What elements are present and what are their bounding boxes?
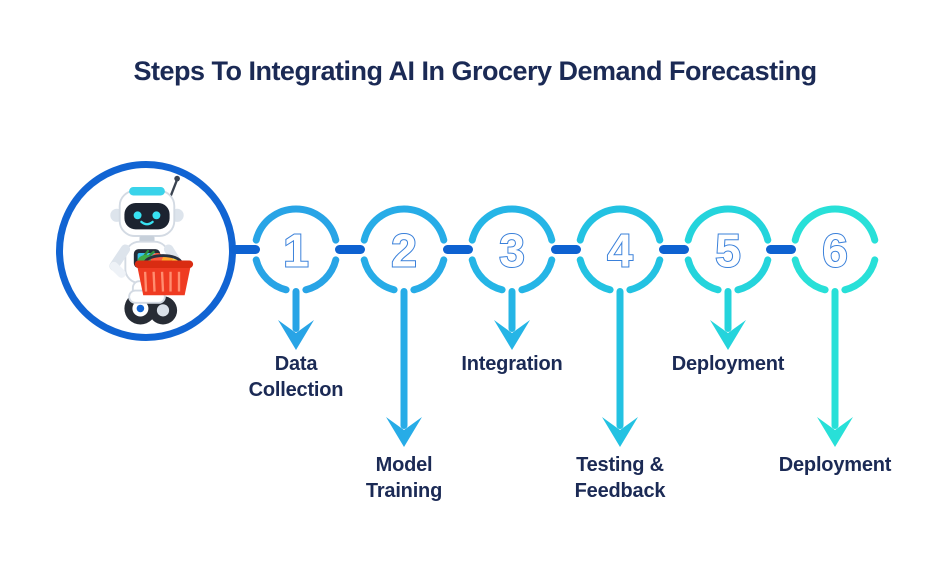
step-label-line: Model bbox=[375, 454, 433, 476]
connector-dash bbox=[659, 245, 689, 254]
connector-dash bbox=[335, 245, 365, 254]
step-number: 5 bbox=[715, 225, 741, 277]
step-label-line: Integration bbox=[461, 353, 563, 375]
step-circle: 5 bbox=[684, 205, 772, 294]
step-number: 2 bbox=[391, 225, 417, 277]
step-circle: 1 bbox=[252, 205, 340, 294]
step-label: Deployment bbox=[753, 452, 917, 478]
step-label-line: Data bbox=[274, 353, 318, 375]
down-arrow-icon bbox=[386, 288, 422, 447]
hero-circle bbox=[56, 161, 236, 341]
step-label: Testing & Feedback bbox=[538, 452, 702, 505]
step-number: 3 bbox=[499, 225, 525, 277]
step-label-line: Testing & bbox=[576, 454, 664, 476]
step-label: Integration bbox=[430, 351, 594, 377]
step-label-line: Deployment bbox=[671, 353, 785, 375]
connector-dash bbox=[443, 245, 473, 254]
step-label-line: Deployment bbox=[778, 454, 892, 476]
down-arrow-icon bbox=[817, 288, 853, 447]
robot-illustration bbox=[109, 175, 194, 325]
down-arrow-icon bbox=[494, 288, 530, 350]
step-label-line: Collection bbox=[248, 379, 344, 402]
step-number: 6 bbox=[822, 225, 848, 277]
page-title: Steps To Integrating AI In Grocery Deman… bbox=[133, 56, 817, 86]
step-circle: 6 bbox=[791, 205, 879, 294]
connector-dash bbox=[766, 245, 796, 254]
step-number: 1 bbox=[283, 225, 309, 277]
step-number: 4 bbox=[607, 225, 633, 277]
connector-dash bbox=[551, 245, 581, 254]
step-circle: 4 bbox=[576, 205, 664, 294]
step-circle: 3 bbox=[468, 205, 556, 294]
step-label-line: Training bbox=[365, 480, 443, 503]
down-arrow-icon bbox=[602, 288, 638, 447]
down-arrow-icon bbox=[278, 288, 314, 350]
connector-dash bbox=[230, 245, 260, 254]
down-arrow-icon bbox=[710, 288, 746, 350]
step-label: Deployment bbox=[646, 351, 810, 377]
step-label-line: Feedback bbox=[574, 480, 666, 503]
step-circle: 2 bbox=[360, 205, 448, 294]
